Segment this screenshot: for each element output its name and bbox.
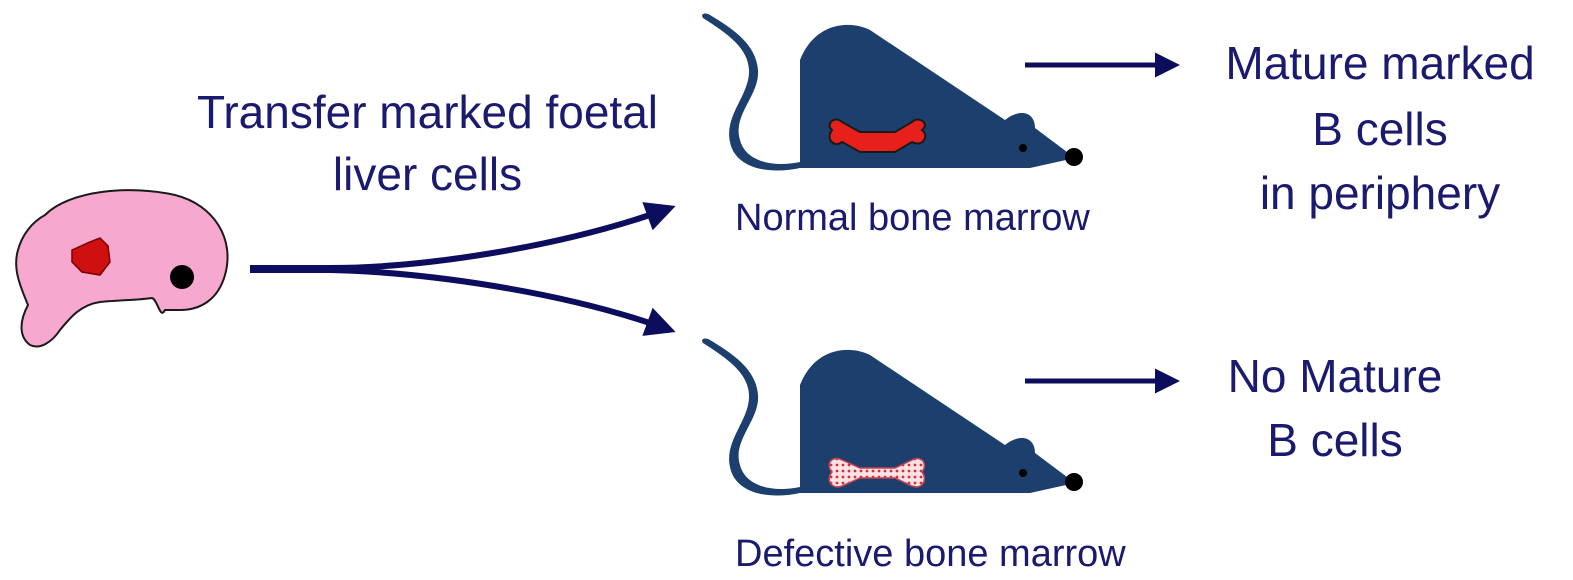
normal-mouse-nose-icon: [1065, 148, 1083, 166]
transfer-label-line1: Transfer marked foetal: [165, 85, 690, 139]
defective-outcome-line1: No Mature: [1195, 349, 1475, 403]
defective-mouse-nose-icon: [1065, 473, 1083, 491]
embryo-eye-icon: [170, 265, 194, 289]
normal-mouse-icon: [702, 14, 1083, 171]
arrow-to-defective-mouse: [250, 270, 670, 330]
defective-mouse-icon: [702, 339, 1083, 496]
normal-bone-marrow-caption: Normal bone marrow: [735, 196, 1090, 240]
normal-outcome-line1: Mature marked: [1195, 36, 1565, 90]
embryo-icon: [16, 190, 227, 346]
defective-mouse-tail: [702, 339, 800, 496]
defective-outcome-line2: B cells: [1195, 413, 1475, 467]
normal-outcome-line2: B cells: [1195, 102, 1565, 156]
normal-mouse-body: [800, 25, 1075, 168]
normal-mouse-eye-icon: [1019, 144, 1027, 152]
embryo-body: [16, 190, 227, 346]
transfer-label-line2: liver cells: [165, 147, 690, 201]
normal-outcome-line3: in periphery: [1195, 166, 1565, 220]
defective-bone-marrow-caption: Defective bone marrow: [735, 532, 1126, 576]
defective-mouse-eye-icon: [1019, 469, 1027, 477]
normal-mouse-tail: [702, 14, 800, 171]
transfer-arrows: [250, 208, 670, 330]
arrow-to-normal-mouse: [250, 208, 670, 268]
